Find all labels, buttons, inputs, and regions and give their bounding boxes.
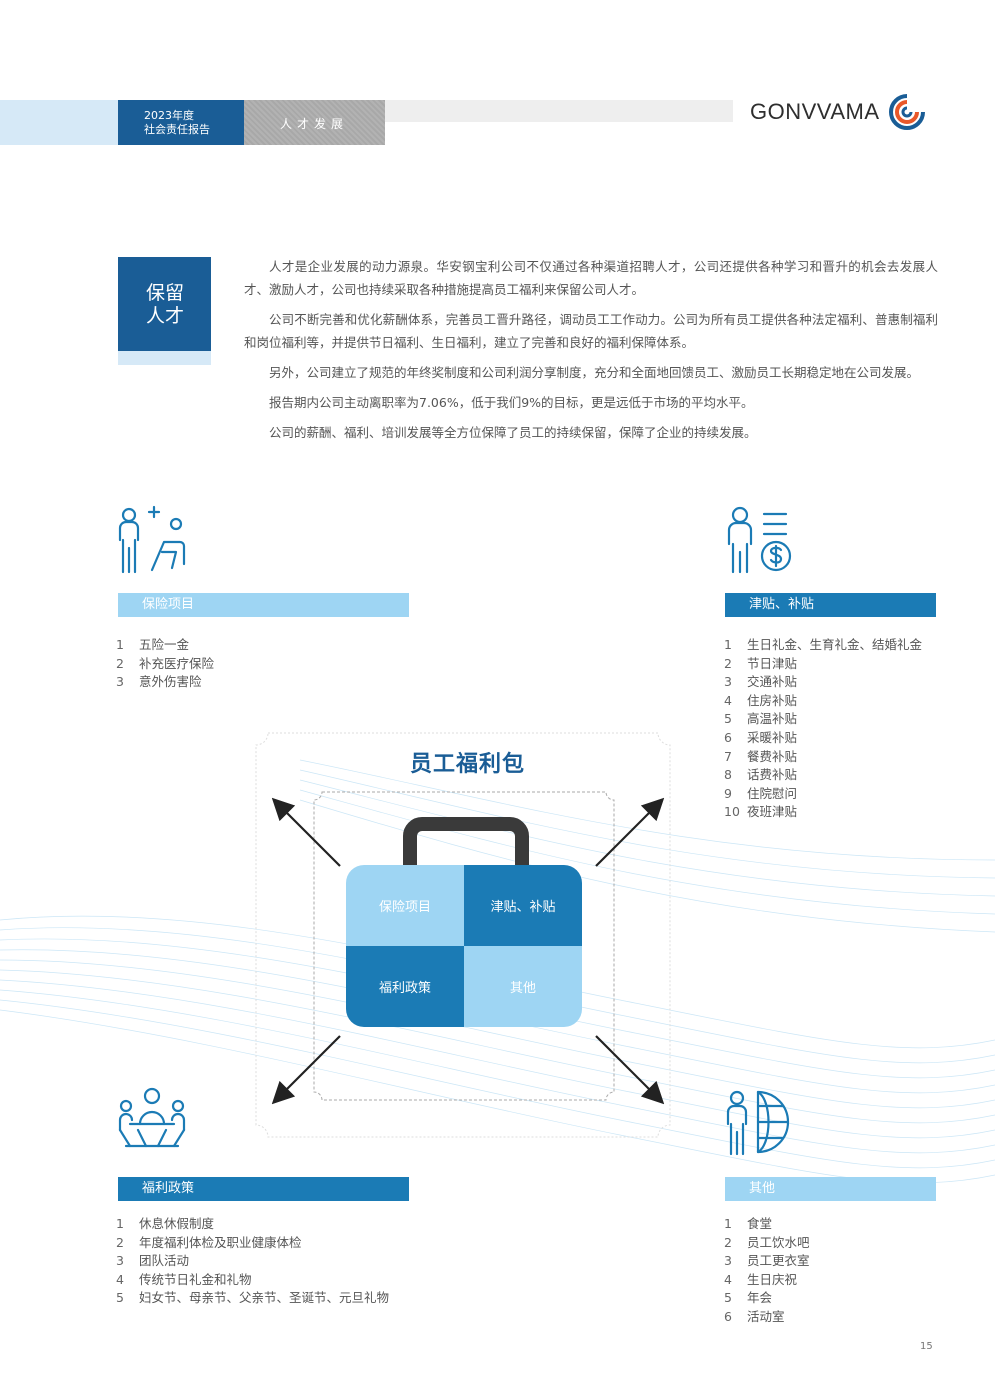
logo-text: GONVVAMA	[750, 99, 880, 124]
section-title-line2: 人才	[146, 305, 185, 327]
team-meeting-icon	[118, 1087, 186, 1148]
briefcase-quadrant-other: 其他	[464, 946, 582, 1027]
section-title-badge: 保留 人才	[118, 257, 211, 351]
page-number: 15	[920, 1341, 933, 1352]
person-money-icon	[727, 506, 792, 574]
report-year: 2023年度	[144, 109, 194, 122]
category-bar-policy: 福利政策	[118, 1177, 409, 1201]
header-gray-bar	[385, 100, 733, 122]
paragraph: 另外，公司建立了规范的年终奖制度和公司利润分享制度，充分和全面地回馈员工、激励员…	[269, 365, 920, 380]
briefcase-quadrant-allowance: 津贴、补贴	[464, 865, 582, 946]
paragraph: 人才是企业发展的动力源泉。华安钢宝利公司不仅通过各种渠道招聘人才，公司还提供各种…	[244, 259, 938, 297]
paragraph: 公司不断完善和优化薪酬体系，完善员工晋升路径，调动员工工作动力。公司为所有员工提…	[244, 312, 938, 350]
briefcase-quadrant-policy: 福利政策	[346, 946, 464, 1027]
paragraph: 报告期内公司主动离职率为7.06%，低于我们9%的目标，更是远低于市场的平均水平…	[269, 395, 754, 410]
paragraph: 公司的薪酬、福利、培训发展等全方位保障了员工的持续保留，保障了企业的持续发展。	[269, 425, 757, 440]
intro-text: 人才是企业发展的动力源泉。华安钢宝利公司不仅通过各种渠道招聘人才，公司还提供各种…	[244, 255, 938, 451]
header-light-block	[0, 100, 118, 145]
logo-swirl-icon	[888, 94, 925, 130]
section-title-line1: 保留	[146, 282, 185, 304]
briefcase-quadrant-insurance: 保险项目	[346, 865, 464, 946]
report-name: 社会责任报告	[144, 123, 210, 136]
company-logo: GONVVAMA	[750, 92, 940, 132]
section-label: 人才发展	[244, 100, 385, 145]
person-add-icon	[118, 505, 186, 574]
section-title-accent	[118, 351, 211, 365]
category-bar-allowance: 津贴、补贴	[725, 593, 936, 617]
category-bar-insurance: 保险项目	[118, 593, 409, 617]
diagram-title: 员工福利包	[409, 752, 525, 777]
category-bar-other: 其他	[725, 1177, 936, 1201]
report-label: 2023年度 社会责任报告	[118, 100, 244, 145]
person-globe-icon	[726, 1090, 790, 1156]
